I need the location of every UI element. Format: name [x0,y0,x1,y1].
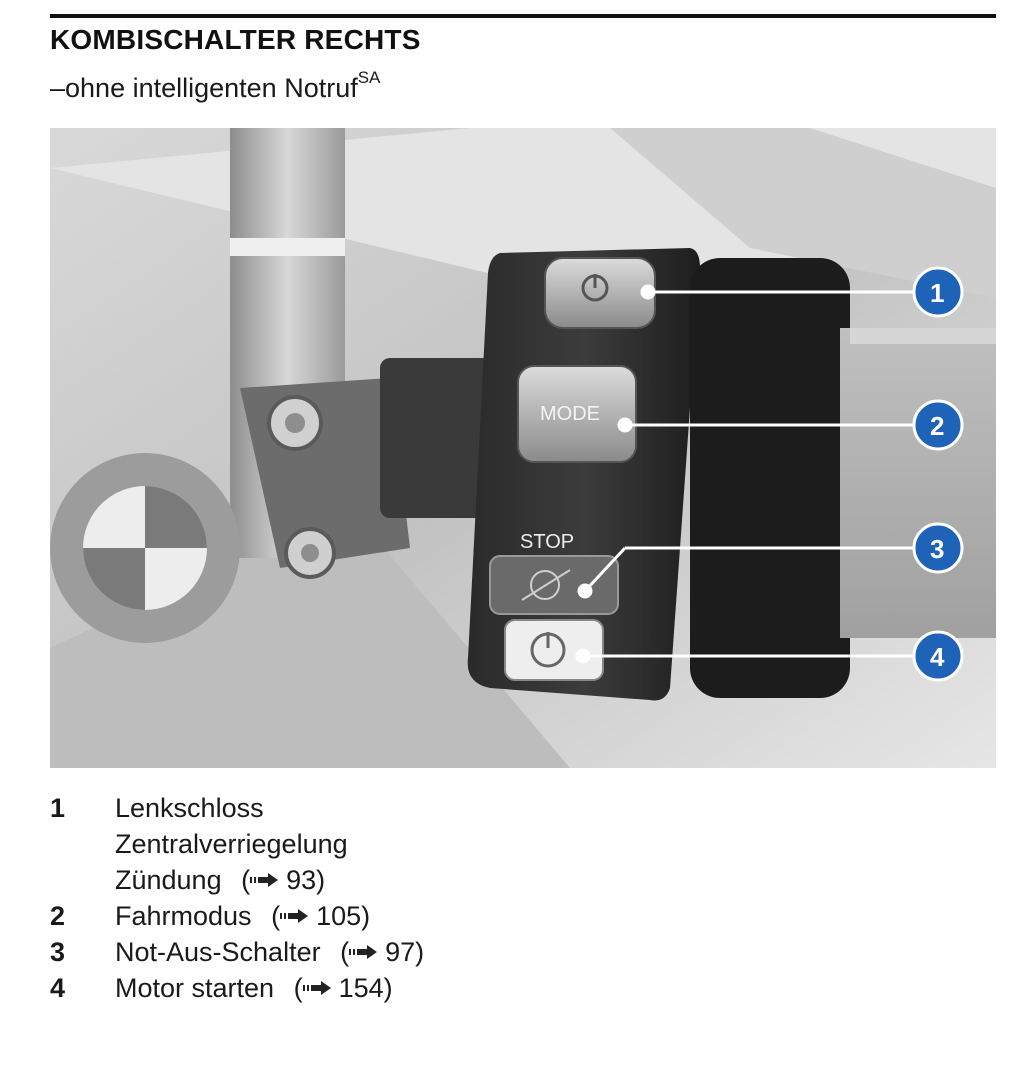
legend-text: Motor starten [115,973,275,1003]
svg-text:1: 1 [930,278,944,308]
page-reference[interactable]: (105) [271,901,370,931]
subtitle-text: –ohne intelligenten Notruf [50,73,358,103]
page-title: KOMBISCHALTER RECHTS [50,24,421,55]
page-subtitle: –ohne intelligenten NotrufSA [50,68,380,104]
page-ref-arrow-icon [250,872,279,887]
page-ref-arrow-icon [302,980,331,995]
stop-label: STOP [520,531,574,553]
page-reference[interactable]: (93) [241,865,325,895]
marker-2: 2 [912,399,964,451]
legend-text: Lenkschloss [115,793,264,823]
page-reference[interactable]: (97) [340,937,424,967]
page-number: 154) [338,973,393,1003]
switch-photo: MODE STOP 1 2 [50,128,996,768]
legend-number: 1 [50,793,66,823]
legend: 1 Lenkschloss Zentralverriegelung Zündun… [50,790,990,1006]
ref-open: ( [271,901,281,931]
legend-item: 3 Not-Aus-Schalter (97) [50,934,990,970]
svg-text:3: 3 [930,534,944,564]
page-number: 97) [385,937,425,967]
legend-number: 4 [50,973,66,1003]
legend-item: 2 Fahrmodus (105) [50,898,990,934]
svg-text:2: 2 [930,411,944,441]
mode-button-label: MODE [540,403,600,425]
legend-text: Fahrmodus [115,901,252,931]
page-ref-arrow-icon [280,908,309,923]
page-reference[interactable]: (154) [294,973,393,1003]
legend-number: 2 [50,901,66,931]
marker-1: 1 [912,266,964,318]
ref-open: ( [241,865,251,895]
legend-text: Zentralverriegelung [115,829,348,859]
svg-text:4: 4 [930,642,945,672]
ref-open: ( [340,937,350,967]
page-number: 93) [286,865,326,895]
subtitle-superscript: SA [357,68,381,87]
legend-item: 1 Lenkschloss Zentralverriegelung Zündun… [50,790,990,898]
page-ref-arrow-icon [349,944,378,959]
marker-4: 4 [912,630,964,682]
legend-text: Not-Aus-Schalter [115,937,321,967]
legend-number: 3 [50,937,66,967]
marker-3: 3 [912,522,964,574]
header-rule [50,14,996,18]
legend-item: 4 Motor starten (154) [50,970,990,1006]
ref-open: ( [293,973,303,1003]
page-number: 105) [316,901,371,931]
legend-text: Zündung [115,865,222,895]
